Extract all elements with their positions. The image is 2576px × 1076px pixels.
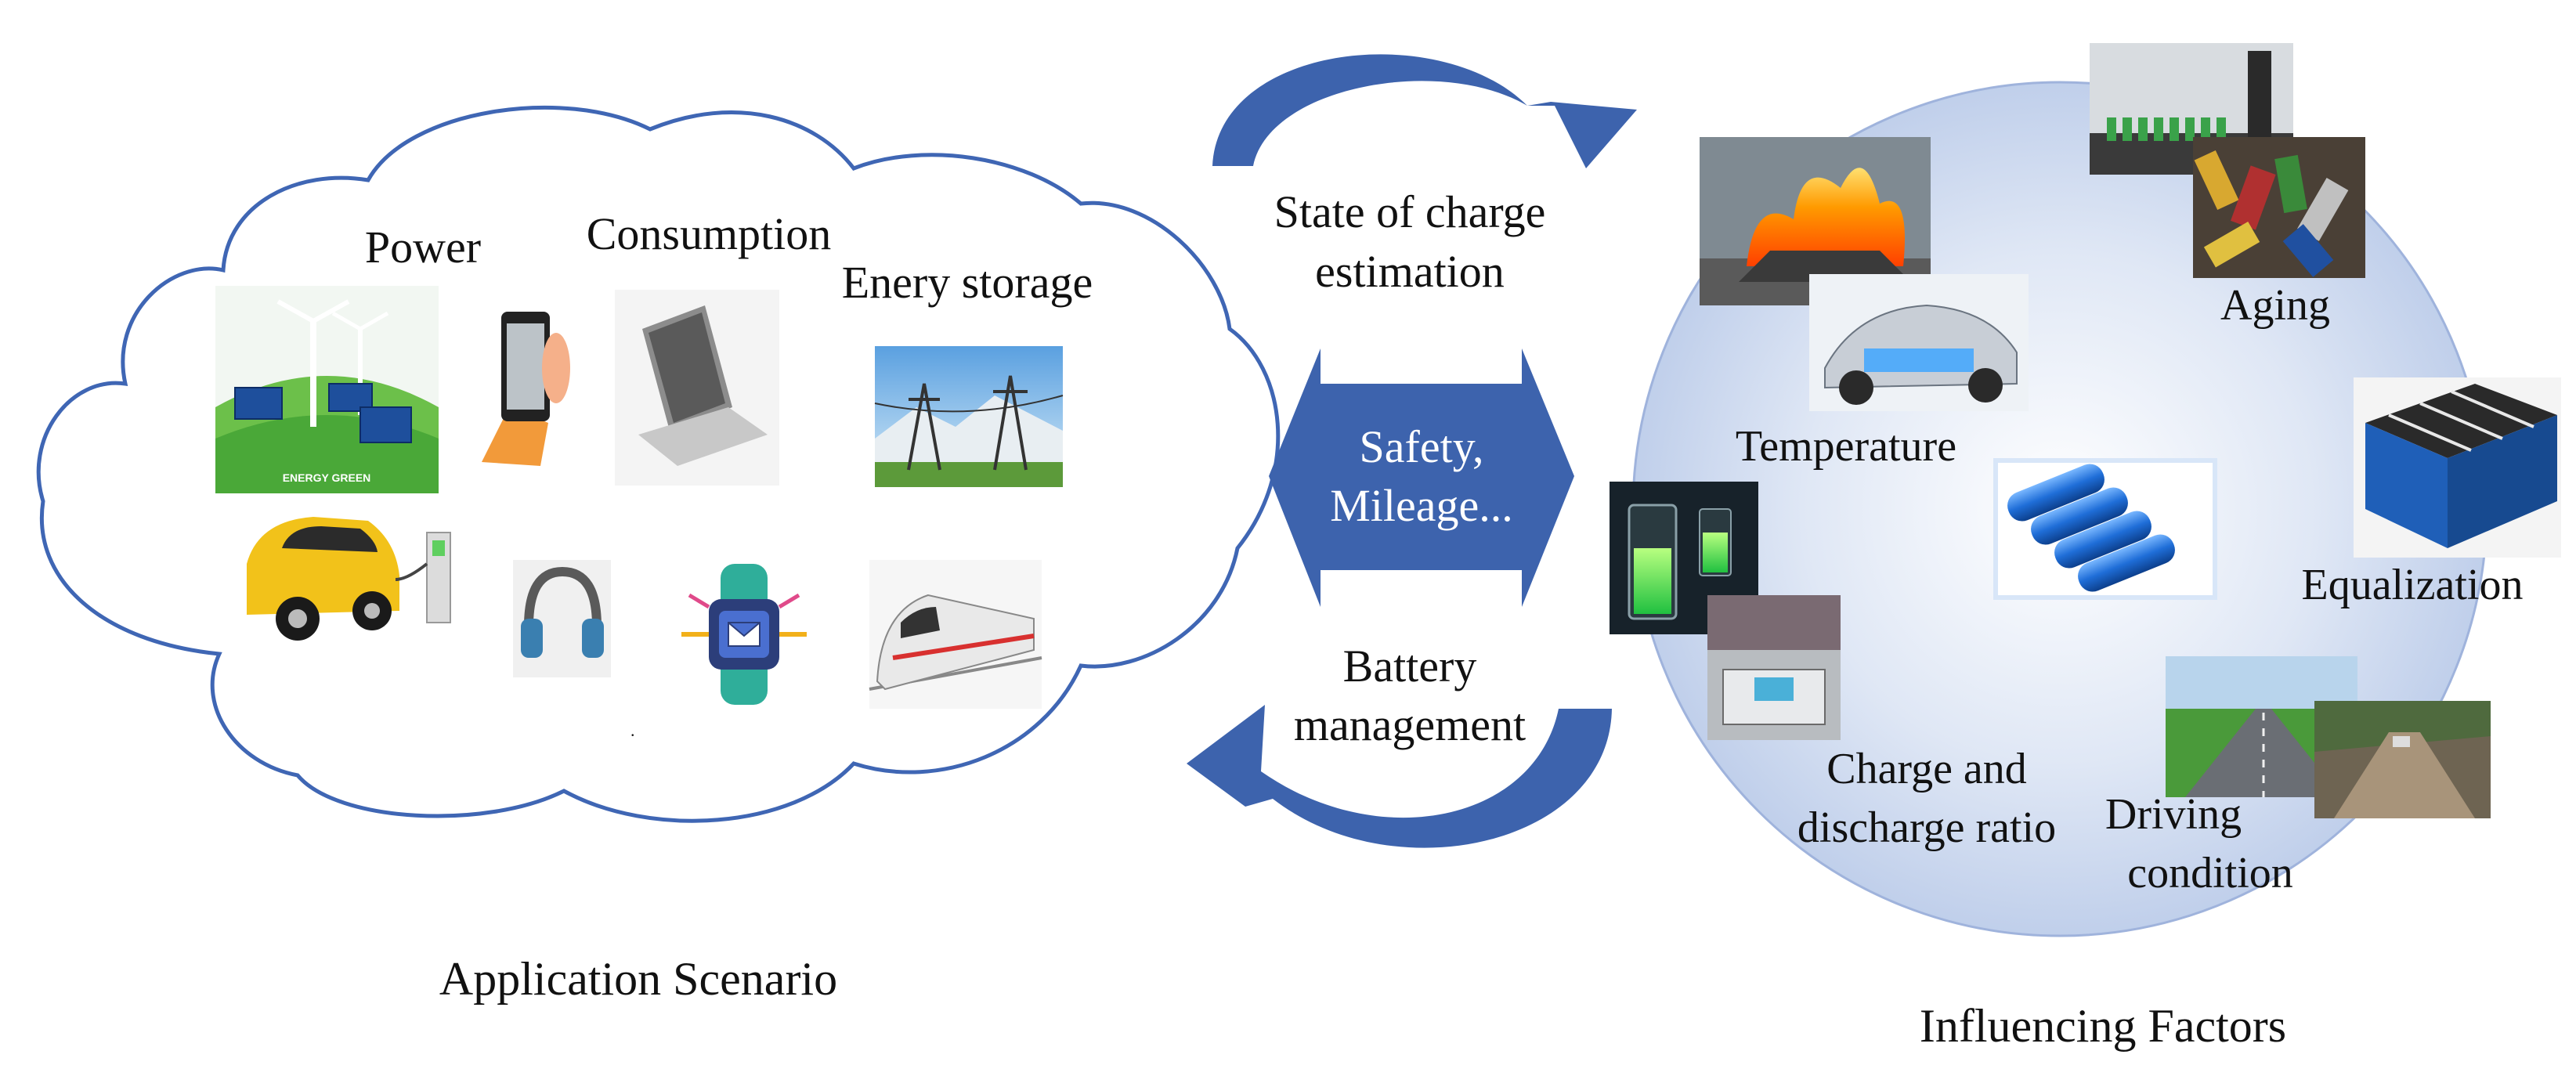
label-energy-storage: Enery storage — [842, 257, 1093, 308]
label-management: management — [1294, 699, 1526, 750]
headphones-icon — [513, 560, 611, 677]
smartwatch-icon — [674, 560, 815, 709]
electric-car-charging-icon — [247, 517, 451, 641]
dot-mark: . — [630, 720, 635, 740]
influencing-factors-circle: Temperature Aging — [1610, 43, 2561, 1052]
label-power: Power — [365, 222, 481, 273]
battery-production-line-photo — [2090, 43, 2293, 175]
battery-tester-photo — [1707, 595, 1841, 740]
double-arrow-safety-mileage — [1269, 348, 1574, 607]
caption-application-scenario: Application Scenario — [439, 953, 837, 1005]
label-temperature: Temperature — [1736, 422, 1956, 471]
label-condition: condition — [2127, 849, 2293, 897]
high-speed-train-icon — [869, 560, 1042, 709]
battery-level-photo — [1610, 482, 1758, 634]
label-estimation: estimation — [1315, 246, 1505, 297]
label-safety: Safety, — [1360, 421, 1484, 472]
caption-influencing-factors: Influencing Factors — [1920, 1000, 2286, 1052]
battery-pack-photo — [2354, 377, 2561, 558]
application-scenario-cloud: Power Consumption Enery storage ENERGY G… — [36, 105, 1281, 1005]
power-transmission-tower-icon — [874, 346, 1064, 487]
label-mileage: Mileage... — [1330, 480, 1513, 531]
label-consumption: Consumption — [587, 208, 832, 259]
label-charge-line2: discharge ratio — [1797, 803, 2056, 852]
old-batteries-photo — [2193, 137, 2365, 278]
energy-green-text: ENERGY GREEN — [283, 471, 371, 484]
curved-arrow-bottom — [1187, 705, 1612, 848]
label-driving: Driving — [2105, 790, 2242, 839]
wind-solar-energy-green-icon: ENERGY GREEN — [215, 286, 439, 493]
cloud-outline — [36, 105, 1281, 823]
label-battery: Battery — [1343, 641, 1477, 691]
laptop-icon — [615, 290, 779, 486]
dirt-road-photo — [2314, 701, 2491, 818]
smartphone-icon — [474, 301, 570, 466]
ev-battery-car-photo — [1809, 274, 2029, 411]
lithium-cells-photo — [1993, 458, 2217, 600]
curved-arrow-top — [1212, 54, 1637, 168]
middle-arrows: State of charge estimation Safety, Milea… — [1187, 54, 1637, 848]
label-charge-line1: Charge and — [1826, 745, 2027, 793]
label-state-of-charge: State of charge — [1274, 186, 1546, 237]
label-equalization: Equalization — [2301, 561, 2523, 609]
label-aging: Aging — [2220, 281, 2330, 330]
